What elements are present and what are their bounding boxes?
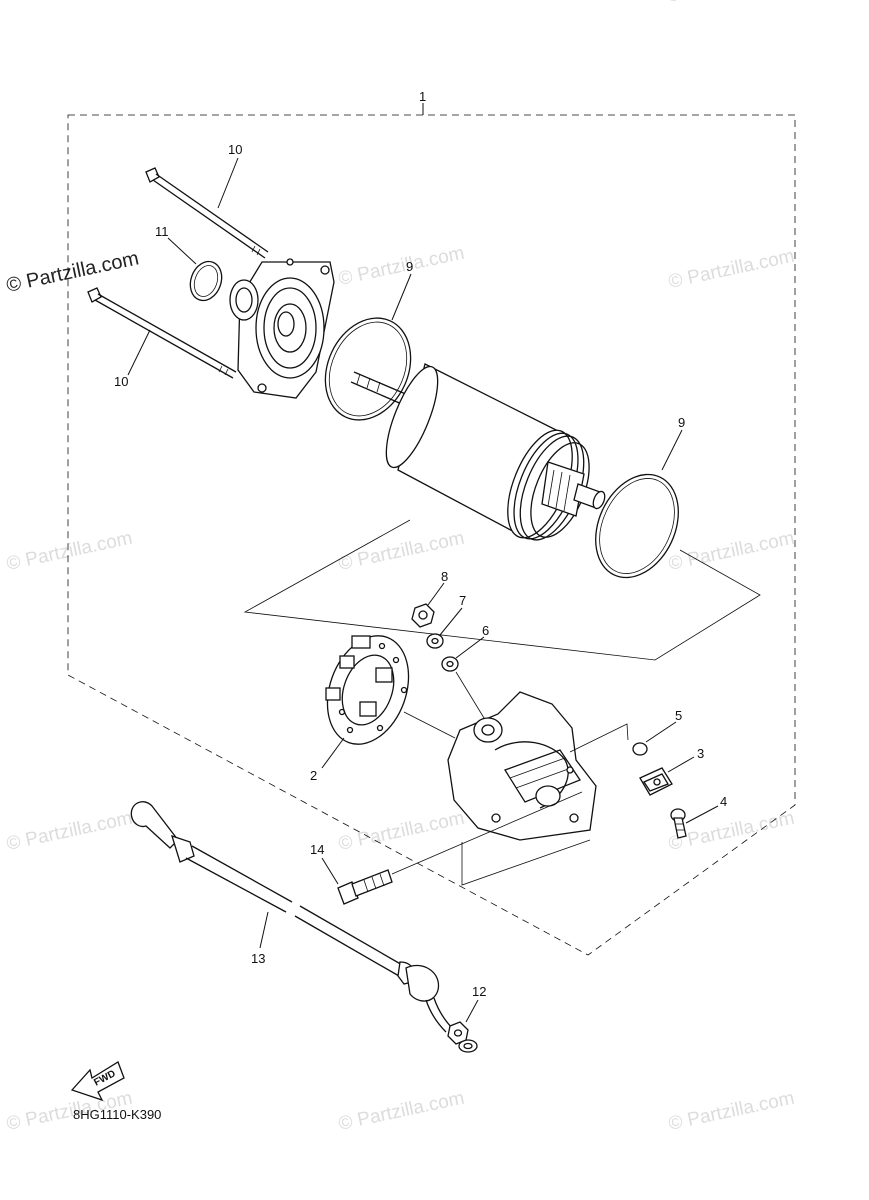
- leader-brush-holder: [321, 737, 345, 769]
- rear-guide-a: [569, 723, 629, 753]
- callout-brush-holder[interactable]: 2: [310, 768, 317, 783]
- nut-12[interactable]: [447, 1021, 469, 1045]
- diagram-code: 8HG1110-K390: [73, 1107, 161, 1122]
- holder-guide-line: [403, 711, 456, 739]
- callout-lead-wire[interactable]: 13: [251, 951, 265, 966]
- leader-lead-wire: [259, 911, 269, 949]
- callout-bolt-upper[interactable]: 10: [228, 142, 242, 157]
- leader-bolt-lower: [127, 329, 151, 376]
- washer-5[interactable]: [632, 742, 648, 756]
- callout-nut-8[interactable]: 8: [441, 569, 448, 584]
- callout-nut-12[interactable]: 12: [472, 984, 486, 999]
- fwd-arrow: FWD: [70, 1061, 125, 1102]
- rear-guide-b: [461, 839, 591, 886]
- oring-11-inner: [193, 265, 219, 297]
- leader-washer-5: [645, 721, 677, 743]
- bolt-lower[interactable]: [87, 287, 237, 379]
- leader-nut-8: [427, 582, 445, 606]
- callout-bolt-lower[interactable]: 10: [114, 374, 128, 389]
- oring-lower-inner: [599, 478, 675, 574]
- callout-washer-7[interactable]: 7: [459, 593, 466, 608]
- oring-upper-inner: [328, 321, 408, 417]
- watermark: © Partzilla.com: [665, 0, 795, 7]
- watermark: © Partzilla.com: [337, 243, 467, 290]
- callout-bolt-14[interactable]: 14: [310, 842, 324, 857]
- watermark-strong: © Partzilla.com: [4, 247, 140, 297]
- bolt-14[interactable]: [337, 791, 583, 905]
- lead-wire[interactable]: [130, 801, 478, 1053]
- leader-oring-11: [167, 237, 197, 265]
- leader-bolt-upper: [217, 157, 239, 209]
- washer-7[interactable]: [426, 633, 444, 649]
- rear-cover[interactable]: [447, 691, 597, 841]
- watermark: © Partzilla.com: [667, 528, 797, 575]
- callout-washer-5[interactable]: 5: [675, 708, 682, 723]
- callout-oring-upper[interactable]: 9: [406, 259, 413, 274]
- watermark: © Partzilla.com: [5, 528, 135, 575]
- callout-clip-3[interactable]: 3: [697, 746, 704, 761]
- oring-11[interactable]: [185, 257, 227, 305]
- leader-screw-4: [685, 805, 719, 824]
- oring-lower[interactable]: [580, 461, 695, 591]
- leader-nut-12: [465, 999, 479, 1023]
- armature-yoke[interactable]: [350, 361, 607, 549]
- watermark: © Partzilla.com: [5, 808, 135, 855]
- reference-plane: [243, 519, 761, 661]
- screw-4[interactable]: [670, 808, 687, 839]
- watermark: © Partzilla.com: [337, 0, 467, 5]
- oring-upper[interactable]: [309, 304, 426, 434]
- assembly-outline: [67, 114, 796, 956]
- front-cover[interactable]: [229, 258, 335, 399]
- callout-assembly[interactable]: 1: [419, 89, 426, 104]
- leader-clip-3: [667, 756, 695, 773]
- bolt-upper[interactable]: [145, 167, 269, 259]
- stack-line: [455, 671, 485, 719]
- washer-6[interactable]: [441, 656, 459, 672]
- leader-bolt-14: [321, 857, 339, 885]
- callout-washer-6[interactable]: 6: [482, 623, 489, 638]
- callout-oring-11[interactable]: 11: [155, 224, 169, 239]
- watermark: © Partzilla.com: [337, 1088, 467, 1135]
- leader-oring-lower: [661, 429, 683, 471]
- callout-screw-4[interactable]: 4: [720, 794, 727, 809]
- watermark: © Partzilla.com: [667, 808, 797, 855]
- nut-8[interactable]: [411, 603, 435, 628]
- leader-washer-7: [439, 607, 463, 636]
- leader-washer-6: [455, 636, 485, 659]
- watermark: © Partzilla.com: [337, 808, 467, 855]
- watermark: © Partzilla.com: [337, 528, 467, 575]
- clip-3[interactable]: [639, 767, 673, 796]
- watermark: © Partzilla.com: [667, 246, 797, 293]
- leader-oring-upper: [391, 273, 412, 321]
- callout-oring-lower[interactable]: 9: [678, 415, 685, 430]
- brush-holder[interactable]: [313, 624, 423, 755]
- watermark: © Partzilla.com: [667, 1088, 797, 1135]
